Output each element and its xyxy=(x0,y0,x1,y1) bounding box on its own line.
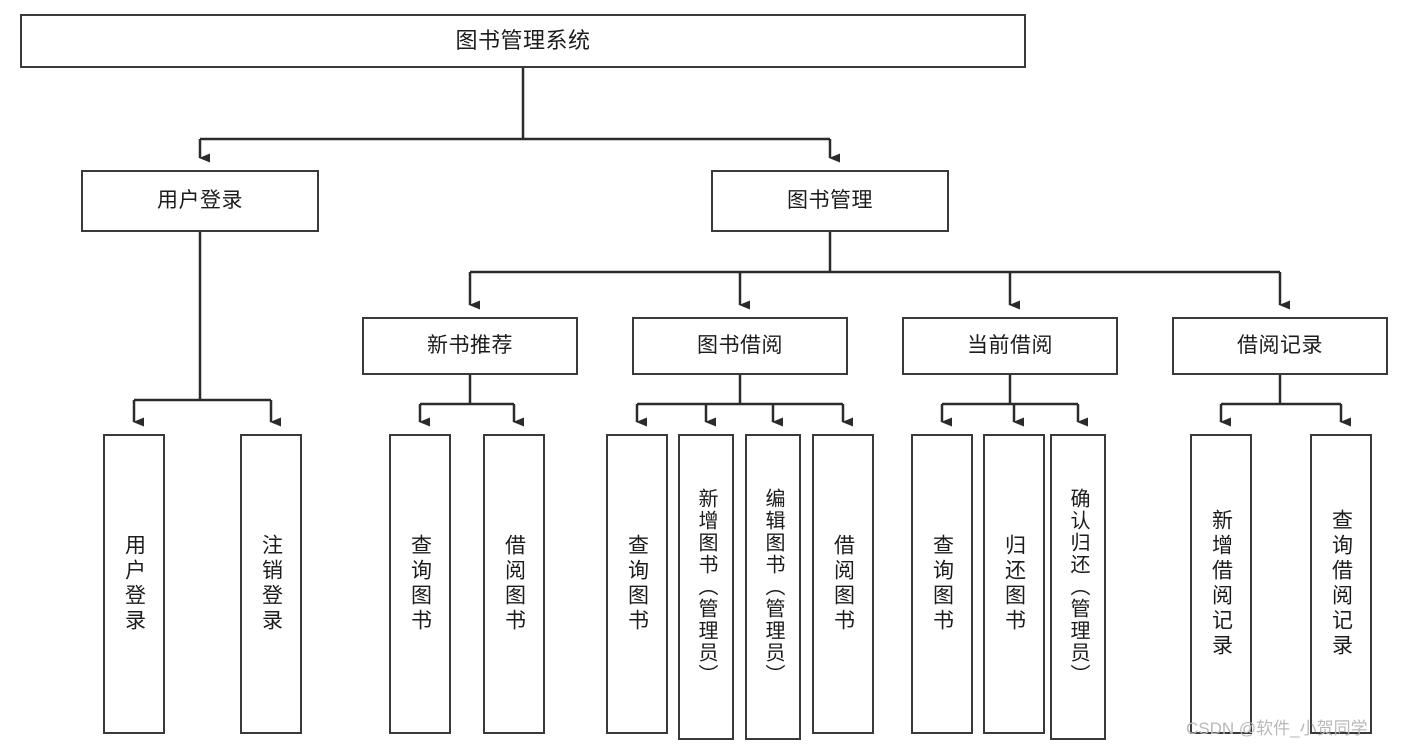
node-leaf-add-book-admin[interactable]: 新增图书（管理员） xyxy=(678,434,734,740)
node-new-book-recommend[interactable]: 新书推荐 xyxy=(362,317,578,375)
node-leaf-add-book-admin-label: 新增图书（管理员） xyxy=(695,488,717,686)
node-leaf-return-book[interactable]: 归还图书 xyxy=(983,434,1045,734)
node-leaf-borrow-book-2-label: 借阅图书 xyxy=(831,534,855,634)
node-leaf-borrow-book-2[interactable]: 借阅图书 xyxy=(812,434,874,734)
node-root[interactable]: 图书管理系统 xyxy=(20,14,1026,68)
node-leaf-query-book-2[interactable]: 查询图书 xyxy=(606,434,668,734)
node-current-borrow-label: 当前借阅 xyxy=(967,333,1053,357)
node-leaf-borrow-book-1-label: 借阅图书 xyxy=(502,534,526,634)
node-new-book-recommend-label: 新书推荐 xyxy=(427,333,513,357)
node-leaf-edit-book-admin[interactable]: 编辑图书（管理员） xyxy=(745,434,801,740)
node-book-management-label: 图书管理 xyxy=(787,188,873,212)
node-leaf-query-borrow-record-label: 查询借阅记录 xyxy=(1329,509,1353,659)
node-leaf-confirm-return-admin-label: 确认归还（管理员） xyxy=(1067,488,1089,686)
node-leaf-user-logout-label: 注销登录 xyxy=(259,534,283,634)
node-borrow-record-label: 借阅记录 xyxy=(1237,333,1323,357)
node-root-label: 图书管理系统 xyxy=(455,28,591,54)
node-leaf-confirm-return-admin[interactable]: 确认归还（管理员） xyxy=(1050,434,1106,740)
node-book-management[interactable]: 图书管理 xyxy=(711,170,949,232)
node-leaf-add-borrow-record-label: 新增借阅记录 xyxy=(1209,509,1233,659)
node-leaf-edit-book-admin-label: 编辑图书（管理员） xyxy=(762,488,784,686)
node-leaf-user-login-label: 用户登录 xyxy=(122,534,146,634)
node-leaf-user-login[interactable]: 用户登录 xyxy=(103,434,165,734)
node-leaf-query-book-1[interactable]: 查询图书 xyxy=(389,434,451,734)
node-user-login[interactable]: 用户登录 xyxy=(81,170,319,232)
node-book-borrow-label: 图书借阅 xyxy=(697,333,783,357)
node-leaf-query-borrow-record[interactable]: 查询借阅记录 xyxy=(1310,434,1372,734)
csdn-watermark: CSDN @软件_小贺同学 xyxy=(1186,719,1368,738)
node-leaf-query-book-2-label: 查询图书 xyxy=(625,534,649,634)
node-leaf-user-logout[interactable]: 注销登录 xyxy=(240,434,302,734)
node-book-borrow[interactable]: 图书借阅 xyxy=(632,317,848,375)
node-leaf-query-book-1-label: 查询图书 xyxy=(408,534,432,634)
node-leaf-query-book-3-label: 查询图书 xyxy=(930,534,954,634)
node-leaf-return-book-label: 归还图书 xyxy=(1002,534,1026,634)
node-user-login-label: 用户登录 xyxy=(157,188,243,212)
node-leaf-add-borrow-record[interactable]: 新增借阅记录 xyxy=(1190,434,1252,734)
node-borrow-record[interactable]: 借阅记录 xyxy=(1172,317,1388,375)
node-leaf-borrow-book-1[interactable]: 借阅图书 xyxy=(483,434,545,734)
node-current-borrow[interactable]: 当前借阅 xyxy=(902,317,1118,375)
node-leaf-query-book-3[interactable]: 查询图书 xyxy=(911,434,973,734)
